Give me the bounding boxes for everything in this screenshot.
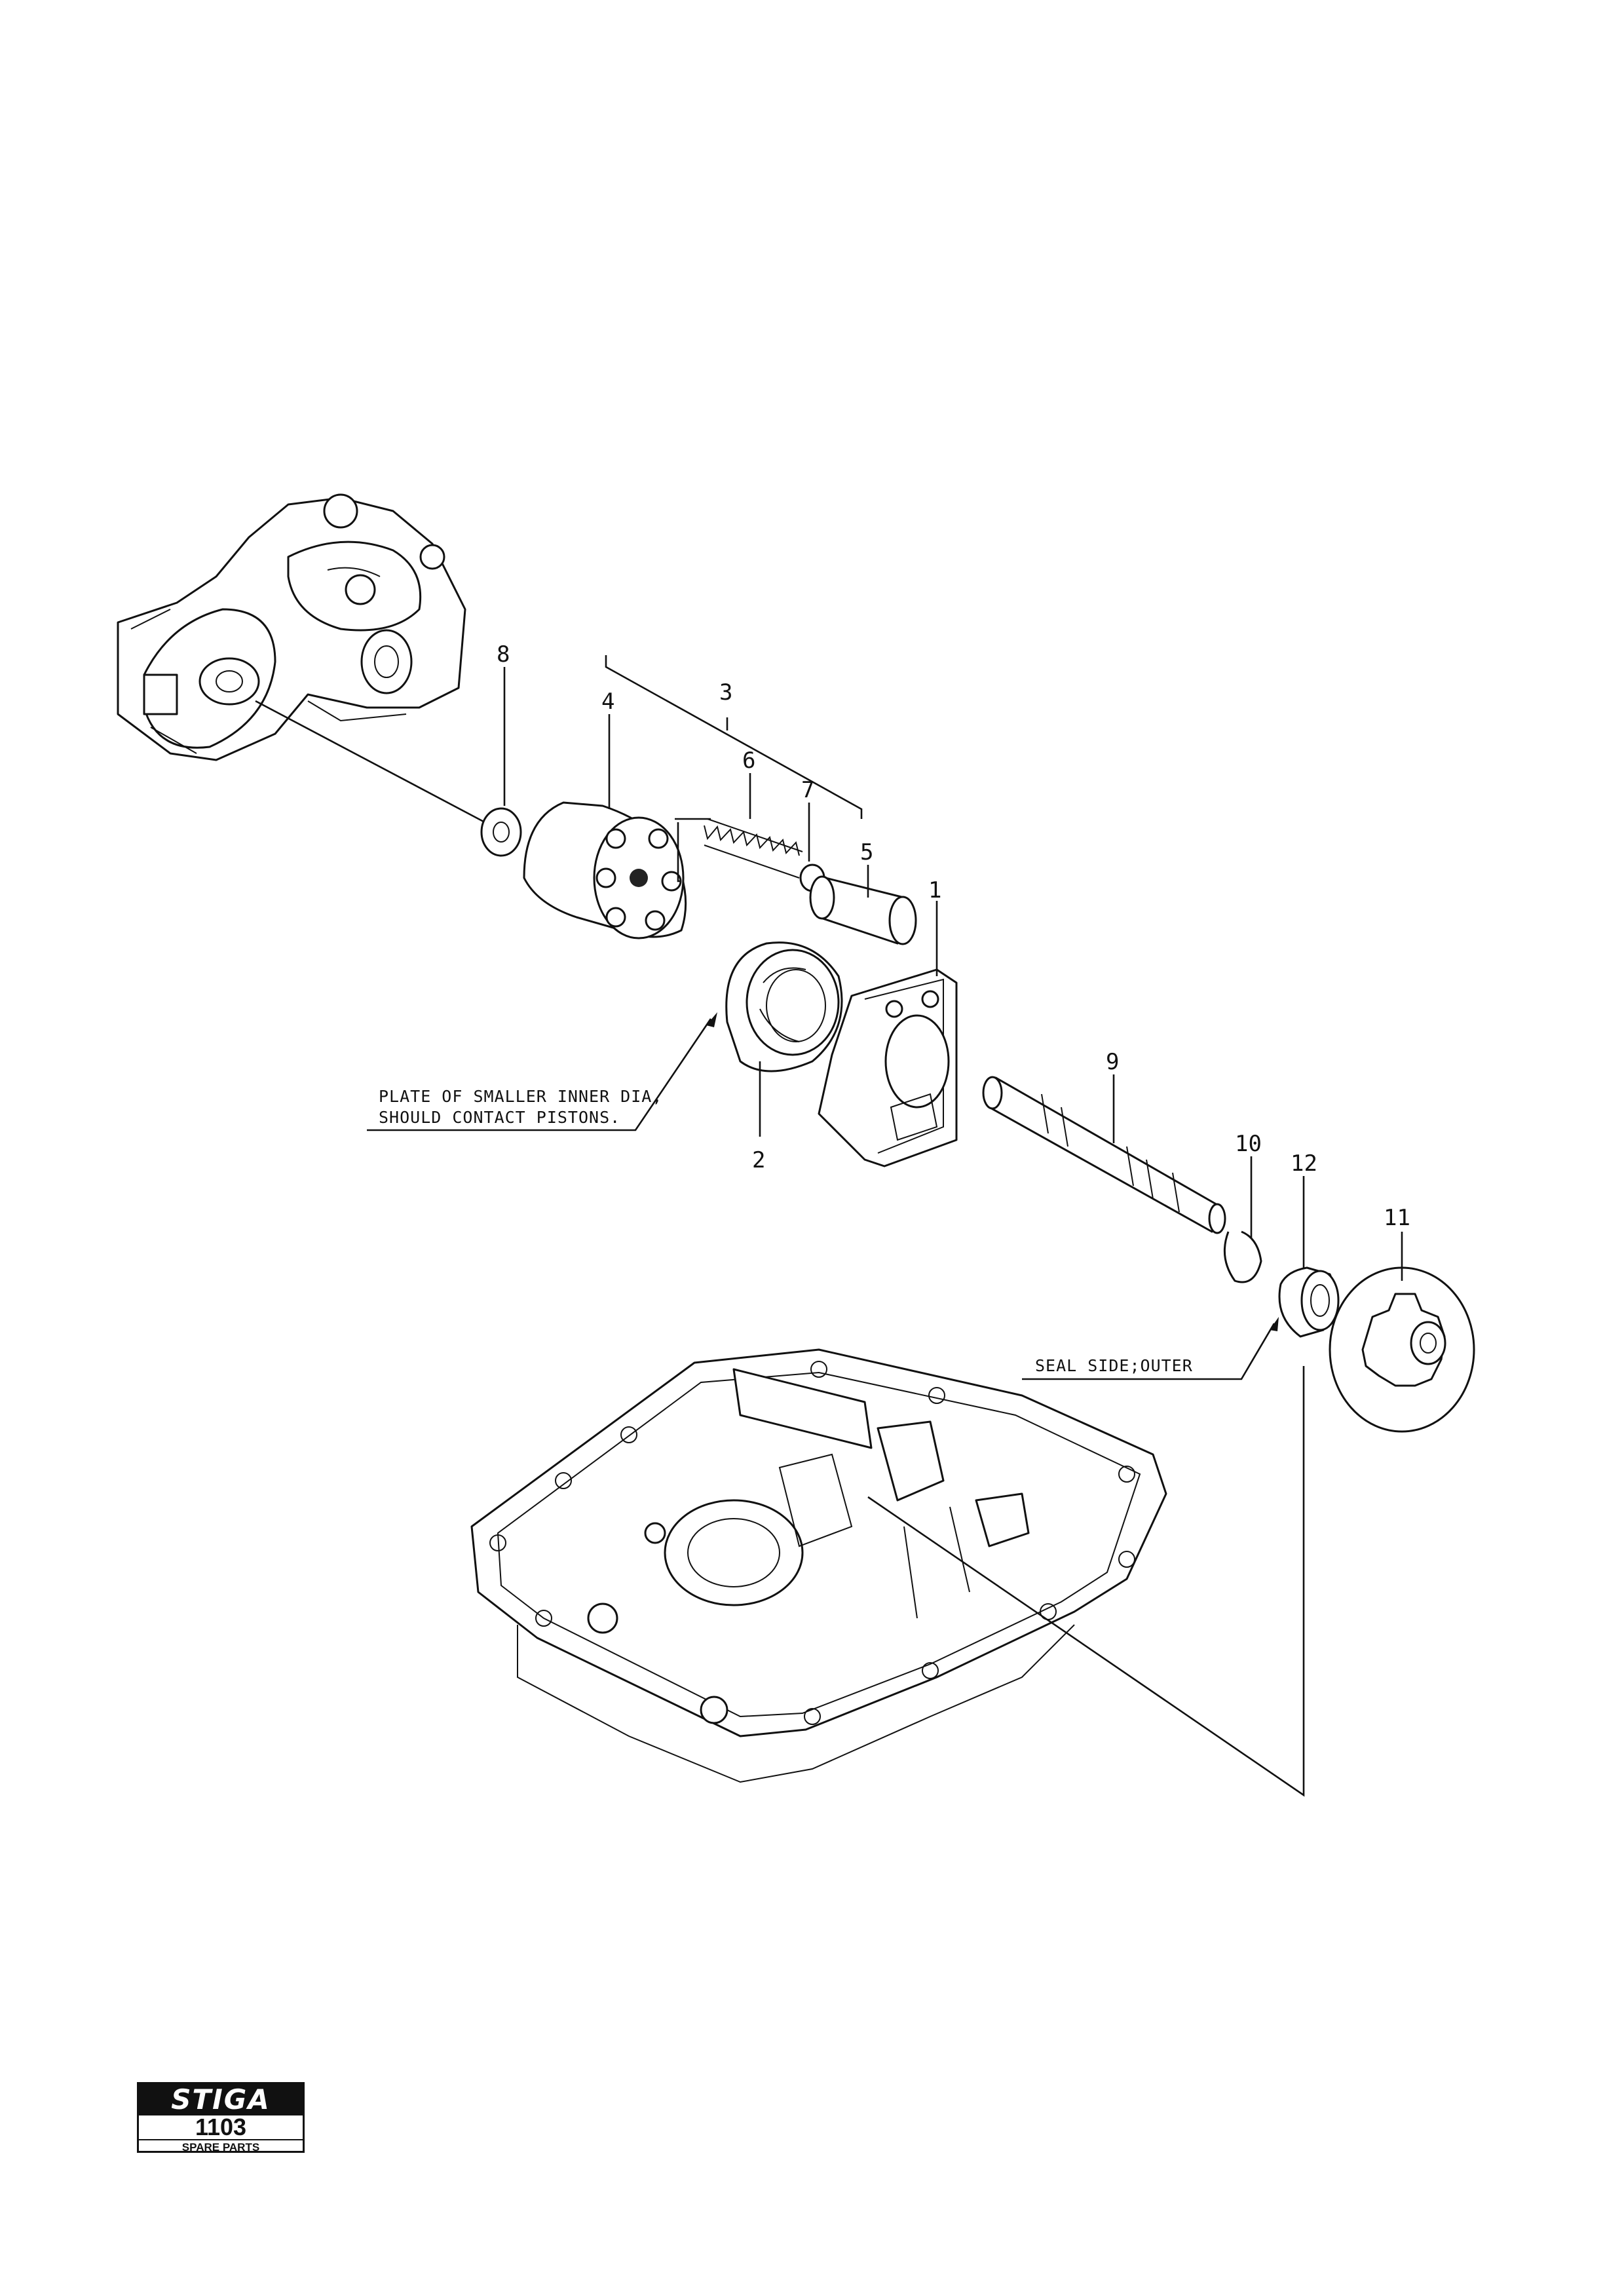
plate-note-line-2: SHOULD CONTACT PISTONS. (379, 1108, 620, 1127)
part-11-gear (1329, 1266, 1475, 1433)
seal-note: SEAL SIDE;OUTER (1035, 1356, 1193, 1375)
part-8-washer (480, 807, 522, 857)
callout-9: 9 (1106, 1049, 1119, 1075)
part-9-shaft (982, 1076, 1226, 1234)
lower-case (470, 1348, 1167, 1783)
callout-10: 10 (1235, 1131, 1262, 1157)
logo-brand: STIGA (139, 2084, 303, 2115)
part-12-bearing (1278, 1266, 1340, 1338)
callout-8: 8 (497, 641, 510, 668)
callout-11: 11 (1384, 1205, 1410, 1231)
callout-7: 7 (801, 777, 814, 803)
part-1-valve-plate (818, 968, 958, 1167)
part-5-piston (809, 875, 917, 945)
logo-number: 1103 (195, 2114, 247, 2140)
part-10-circlip (1223, 1230, 1262, 1283)
part-2-thrust-plate (725, 941, 843, 1072)
callout-12: 12 (1291, 1150, 1317, 1177)
callout-4: 4 (601, 689, 614, 715)
part-6-spring (704, 818, 803, 879)
callout-2: 2 (752, 1147, 765, 1173)
plate-note-line-1: PLATE OF SMALLER INNER DIA, (379, 1087, 662, 1106)
stiga-logo: STIGA 1103 SPARE PARTS (137, 2082, 305, 2153)
callout-6: 6 (742, 748, 755, 774)
part-4-cylinder-block (523, 801, 687, 939)
callout-5: 5 (860, 839, 873, 865)
callout-3: 3 (719, 679, 732, 706)
logo-subtitle: SPARE PARTS (139, 2139, 303, 2154)
callout-1: 1 (928, 877, 941, 903)
upper-housing (117, 493, 466, 761)
